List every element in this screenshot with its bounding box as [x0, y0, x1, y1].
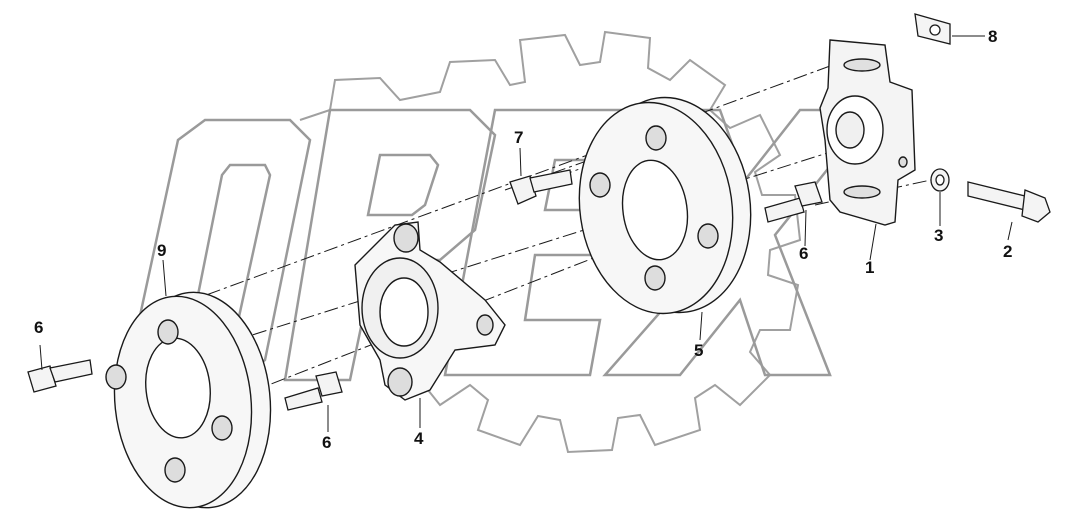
part-1-bracket	[819, 39, 916, 226]
callout-3: 3	[934, 226, 944, 245]
part-3-washer	[930, 168, 950, 192]
callout-9: 9	[157, 241, 167, 260]
callout-2: 2	[1003, 242, 1013, 261]
part-7-bolt	[509, 169, 573, 205]
callout-6-center: 6	[322, 433, 332, 452]
part-2-bolt	[967, 181, 1051, 223]
part-5-flange	[578, 96, 752, 315]
callout-4: 4	[414, 429, 424, 448]
callout-7: 7	[514, 128, 524, 147]
callout-5: 5	[694, 341, 704, 360]
part-6-bolt-a	[27, 359, 93, 393]
callout-6-left: 6	[34, 318, 44, 337]
callout-8: 8	[988, 27, 998, 46]
callout-1: 1	[865, 258, 875, 277]
watermark-gear	[299, 30, 802, 454]
leader-lines	[39, 35, 1013, 432]
part-6-bolt-b	[284, 371, 343, 411]
part-4-bearing-housing	[354, 221, 506, 401]
part-6-bolt-c	[764, 181, 823, 223]
callout-6-right: 6	[799, 244, 809, 263]
part-9-flange	[105, 291, 272, 509]
part-8-nut-plate	[914, 13, 951, 45]
